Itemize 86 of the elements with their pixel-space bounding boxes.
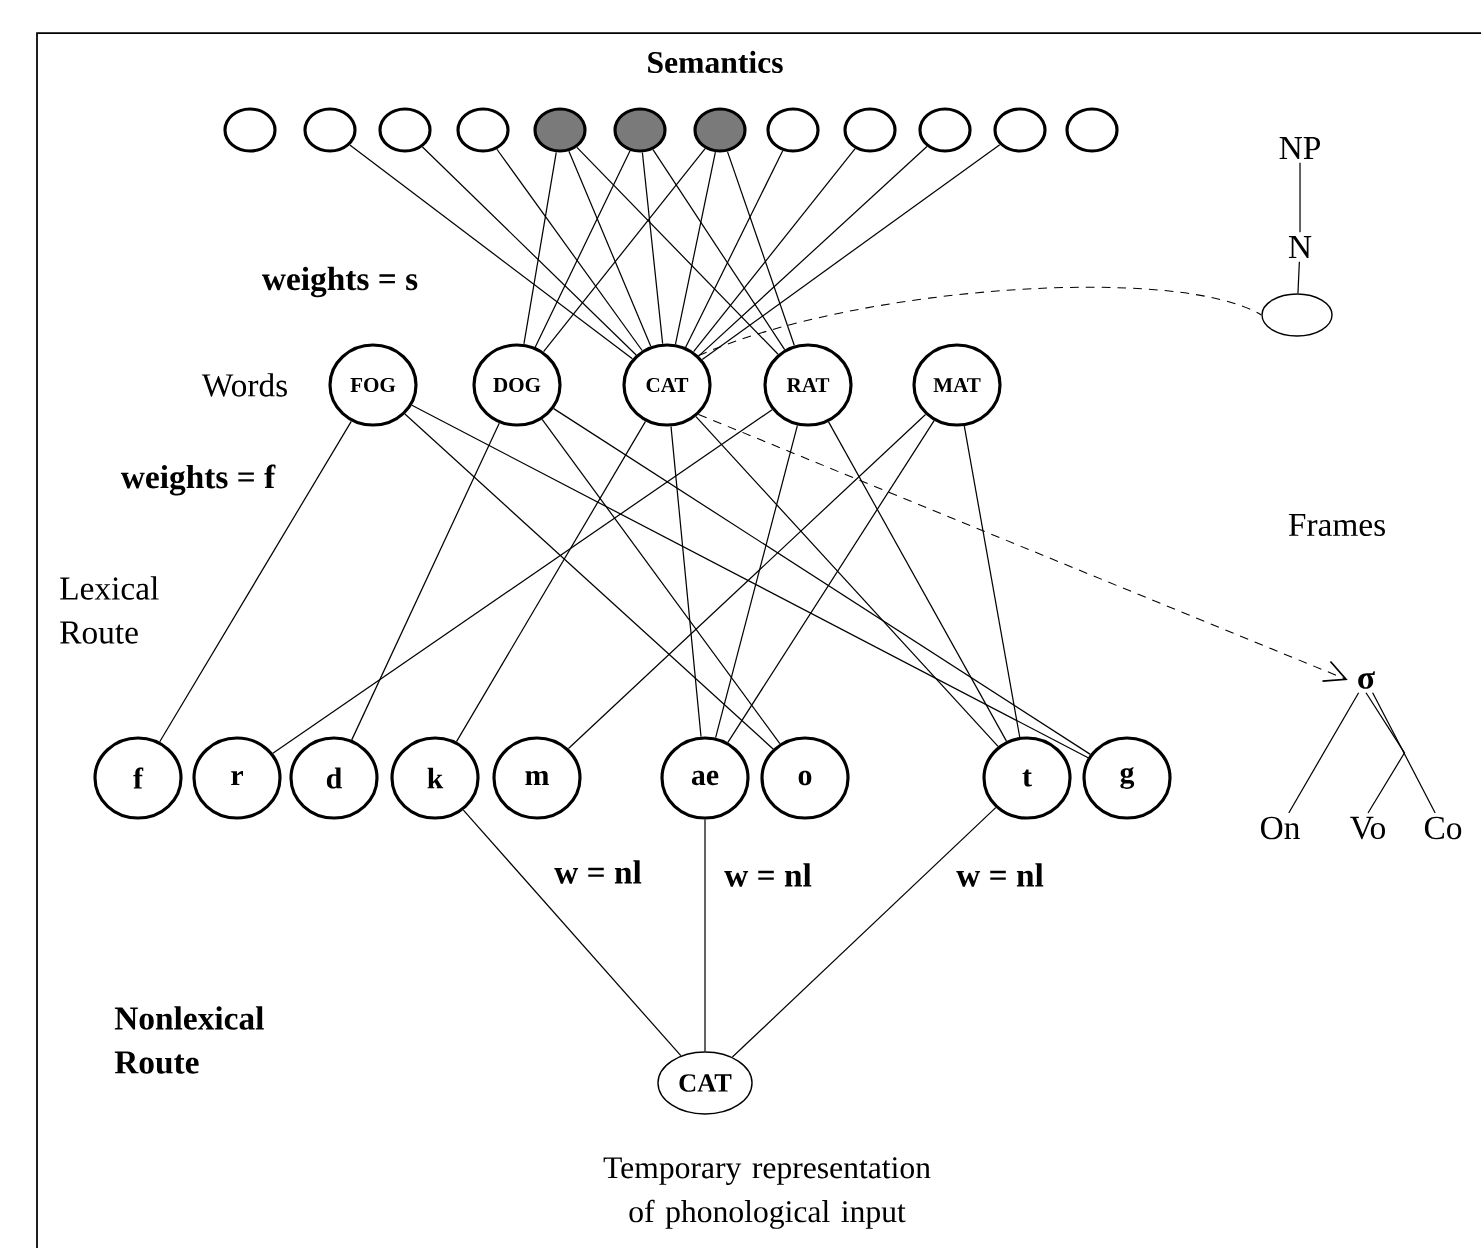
dashed-arrow xyxy=(698,413,1348,682)
tree-label: N xyxy=(1288,236,1312,258)
connection-line xyxy=(159,420,352,743)
connection-line xyxy=(698,145,928,357)
semantic-unit xyxy=(303,107,357,153)
connection-line xyxy=(404,413,774,750)
connection-line xyxy=(726,151,795,347)
semantic-unit xyxy=(918,107,972,153)
phoneme-node: r xyxy=(192,736,282,820)
connection-line xyxy=(411,404,1089,759)
connection-line xyxy=(523,151,557,345)
edge-label: w = nl xyxy=(720,859,816,891)
connection-line xyxy=(576,146,779,355)
connection-line xyxy=(455,420,647,743)
semantic-unit xyxy=(533,107,587,153)
weight-label: weights = f xyxy=(120,464,276,496)
connection-line xyxy=(1365,692,1406,814)
frame-slot xyxy=(1261,293,1333,337)
tree-label: On xyxy=(1261,816,1300,840)
weight-label: weights = s xyxy=(262,266,418,298)
phoneme-node: f xyxy=(93,736,183,820)
connection-line xyxy=(695,416,999,747)
connection-line xyxy=(827,421,1008,742)
connection-line xyxy=(685,150,784,348)
connection-line xyxy=(568,150,652,347)
connection-line xyxy=(421,146,637,356)
tree-label: NP xyxy=(1279,137,1320,159)
word-node: DOG xyxy=(472,343,562,427)
edge-label: w = nl xyxy=(952,859,1048,891)
syllable-label: σ xyxy=(1358,671,1375,689)
connection-line xyxy=(727,420,935,743)
connection-line xyxy=(704,819,706,1052)
connection-line xyxy=(534,150,631,348)
phoneme-node: m xyxy=(492,736,582,820)
word-node: FOG xyxy=(328,343,418,427)
connection-line xyxy=(351,422,500,741)
layer-label: Frames xyxy=(1288,513,1385,537)
edge-label: w = nl xyxy=(550,856,646,888)
semantic-unit xyxy=(613,107,667,153)
connection-line xyxy=(652,149,786,351)
node-caption: Temporary representation of phonological input xyxy=(603,1157,931,1229)
connection-line xyxy=(496,148,643,352)
phoneme-node: g xyxy=(1082,736,1172,820)
layer-label: Words xyxy=(201,373,287,397)
phoneme-node: ae xyxy=(660,736,750,820)
semantic-unit xyxy=(456,107,510,153)
connection-line xyxy=(641,151,664,345)
semantic-unit xyxy=(223,107,277,153)
connection-line xyxy=(701,144,1001,361)
connection-line xyxy=(542,148,706,353)
route-label: Lexical Route xyxy=(60,576,159,644)
word-node: MAT xyxy=(912,343,1002,427)
diagram-title: Semantics xyxy=(648,50,783,74)
phoneme-node: d xyxy=(289,736,379,820)
connection-line xyxy=(462,809,682,1057)
connection-line xyxy=(692,148,856,353)
connection-line xyxy=(1372,692,1436,814)
connection-line xyxy=(567,413,927,750)
input-node: CAT xyxy=(657,1051,753,1115)
connection-line xyxy=(1297,261,1300,294)
connection-line xyxy=(715,424,799,739)
dashed-line xyxy=(698,287,1262,357)
connection-line xyxy=(553,408,1091,755)
semantic-unit xyxy=(378,107,432,153)
phoneme-node: k xyxy=(390,736,480,820)
word-node: CAT xyxy=(622,343,712,427)
phoneme-node: o xyxy=(760,736,850,820)
route-label: Nonlexical Route xyxy=(114,1006,264,1074)
connection-line xyxy=(670,425,702,738)
connection-line xyxy=(1299,162,1301,233)
tree-label: Vo xyxy=(1350,816,1385,840)
semantic-unit xyxy=(993,107,1047,153)
connection-line xyxy=(963,425,1021,738)
connection-line xyxy=(731,807,997,1058)
phoneme-node: t xyxy=(982,736,1072,820)
word-node: RAT xyxy=(763,343,853,427)
connection-line xyxy=(349,144,633,360)
connection-line xyxy=(272,409,773,754)
semantic-unit xyxy=(843,107,897,153)
semantic-unit xyxy=(766,107,820,153)
semantic-unit xyxy=(1065,107,1119,153)
connection-line xyxy=(674,151,716,345)
connection-line xyxy=(541,418,781,745)
tree-label: Co xyxy=(1424,816,1462,840)
semantic-unit xyxy=(693,107,747,153)
connection-line xyxy=(1288,692,1360,814)
